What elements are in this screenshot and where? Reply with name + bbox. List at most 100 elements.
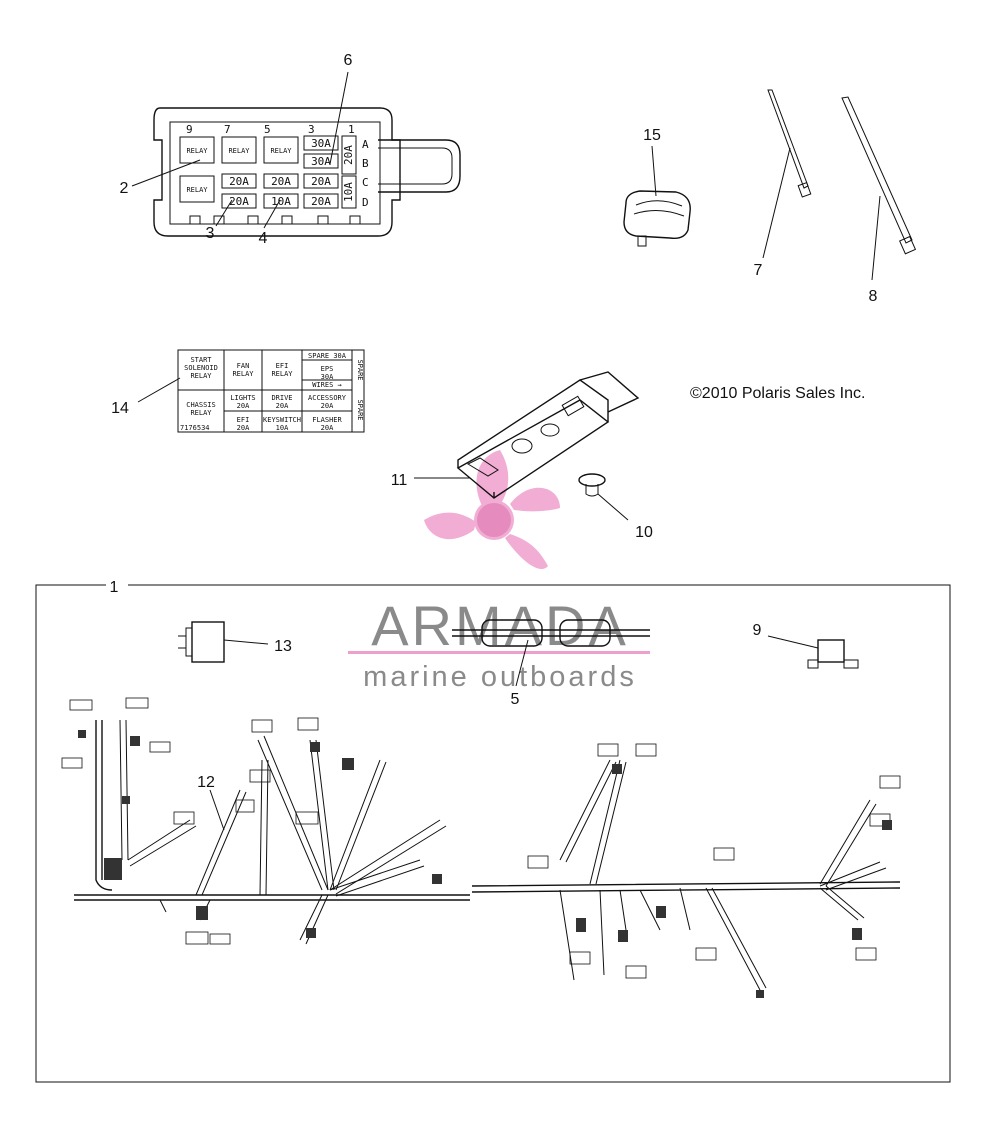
cable-tie-short[interactable] (767, 89, 812, 198)
callout-leaders (131, 71, 881, 831)
svg-text:20A: 20A (311, 195, 331, 208)
svg-text:20A: 20A (229, 195, 249, 208)
cable-tie-long[interactable] (841, 96, 917, 255)
relay-13[interactable] (178, 621, 225, 663)
svg-text:RELAY: RELAY (270, 147, 292, 155)
callout-12: 12 (197, 774, 215, 791)
fuse-box-inner (169, 121, 381, 225)
fuse-box-row-d: D (362, 196, 369, 209)
fuse-icon[interactable] (263, 173, 299, 189)
callout-8: 8 (869, 288, 878, 305)
harness-clip[interactable] (623, 190, 691, 247)
callout-6: 6 (344, 52, 353, 69)
callouts: 1 2 3 4 5 6 7 8 9 10 11 12 13 14 15 (110, 52, 878, 791)
svg-text:20A: 20A (229, 175, 249, 188)
cable-tie-icon (767, 89, 809, 189)
fuse-icon[interactable] (263, 193, 299, 209)
fuse-icon[interactable] (303, 135, 339, 151)
relay-icon[interactable] (221, 136, 257, 164)
fuse-box[interactable]: 9 7 5 3 1 A B C D RELAY RELAY RELAY 30A … (153, 107, 461, 237)
relay-icon (191, 621, 225, 663)
decal-border (177, 349, 365, 433)
callout-11: 11 (391, 472, 408, 489)
svg-text:20A: 20A (271, 175, 291, 188)
fuse-icon[interactable] (221, 173, 257, 189)
decal-spare-30a: SPARE 30A (308, 352, 347, 360)
push-rivet[interactable] (578, 473, 606, 497)
callout-4: 4 (259, 230, 268, 247)
watermark-underline (348, 651, 650, 654)
fuse-box-outline (153, 107, 401, 237)
callout-13: 13 (274, 638, 292, 655)
inline-fuse-holder[interactable] (452, 619, 650, 647)
callout-2: 2 (120, 180, 129, 197)
fuse-box-pin-7: 7 (224, 123, 231, 136)
decal-part-number: 7176534 (180, 424, 210, 432)
rivet-icon (578, 473, 606, 487)
svg-text:RELAY: RELAY (228, 147, 250, 155)
circuit-breaker[interactable] (807, 639, 859, 669)
fuse-box-pin-3: 3 (308, 123, 315, 136)
watermark-brand: ARMADA (371, 594, 629, 657)
svg-text:20A: 20A (311, 175, 331, 188)
harness-kit-frame (35, 584, 951, 1083)
relay-icon[interactable] (263, 136, 299, 164)
fuse-box-row-a: A (362, 138, 369, 151)
callout-1: 1 (110, 579, 119, 596)
cable-tie-icon (841, 96, 913, 244)
fuse-icon[interactable] (221, 193, 257, 209)
callout-7: 7 (754, 262, 763, 279)
copyright-text: ©2010 Polaris Sales Inc. (690, 385, 865, 402)
svg-text:30A: 30A (311, 155, 331, 168)
relay-icon[interactable] (179, 136, 215, 164)
callout-14: 14 (111, 400, 129, 417)
fuse-icon (481, 619, 543, 647)
fuse-icon[interactable] (341, 135, 357, 175)
callout-3: 3 (206, 225, 215, 242)
fuse-box-pin-5: 5 (264, 123, 271, 136)
fuse-box-row-b: B (362, 157, 369, 170)
svg-text:20A: 20A (342, 145, 355, 165)
callout-9: 9 (753, 622, 762, 639)
fuse-box-pin-9: 9 (186, 123, 193, 136)
fuse-icon[interactable] (303, 153, 339, 169)
callout-15: 15 (643, 127, 661, 144)
fuse-icon[interactable] (341, 175, 357, 209)
svg-text:10A: 10A (271, 195, 291, 208)
svg-text:RELAY: RELAY (186, 147, 208, 155)
fuse-box-latch (378, 139, 461, 193)
clip-icon (623, 190, 691, 240)
watermark-tagline: marine outboards (363, 661, 637, 693)
relay-icon[interactable] (179, 175, 215, 203)
svg-text:30A: 30A (311, 137, 331, 150)
svg-text:RELAY: RELAY (186, 186, 208, 194)
callout-5: 5 (511, 691, 520, 708)
propeller-hub (477, 503, 511, 537)
mounting-bracket[interactable] (456, 371, 640, 499)
connectors (78, 730, 892, 998)
decal-wires: WIRES → (312, 381, 342, 389)
breaker-icon (817, 639, 845, 663)
fuse-box-pin-1: 1 (348, 123, 355, 136)
main-wiring-harness[interactable] (61, 697, 901, 998)
callout-10: 10 (635, 524, 653, 541)
fuse-icon[interactable] (303, 173, 339, 189)
decal-side-top: SPARE (356, 359, 364, 380)
harness-icon (74, 719, 901, 991)
fuse-box-row-c: C (362, 176, 369, 189)
fuse-icon[interactable] (303, 193, 339, 209)
connector-tags (61, 697, 901, 979)
decal-side-bottom: SPARE (356, 399, 364, 420)
